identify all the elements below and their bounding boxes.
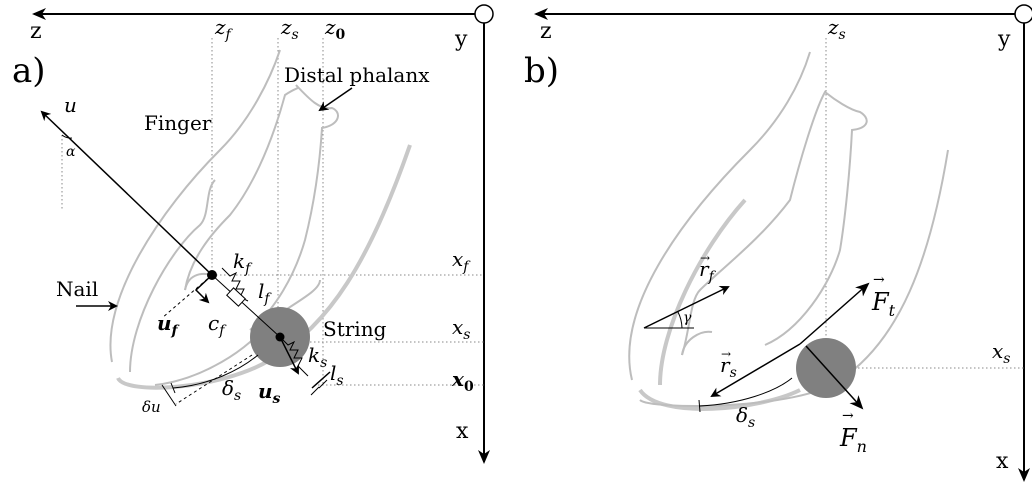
r-s-label: rs bbox=[720, 353, 737, 381]
r-f-label: rf bbox=[699, 257, 717, 285]
ground-line bbox=[311, 371, 331, 389]
F-t-arrow-glyph: → bbox=[873, 272, 885, 288]
k-s-label: ks bbox=[308, 343, 327, 371]
phalanx-tip-outline-b bbox=[681, 330, 713, 356]
nail-outline-b bbox=[638, 388, 801, 411]
delta-u-bracket bbox=[161, 384, 177, 407]
x-axis-label: x bbox=[456, 419, 469, 444]
delta-s-tick bbox=[170, 382, 176, 394]
y-axis-origin bbox=[474, 4, 494, 24]
alpha-label: α bbox=[66, 144, 76, 160]
k-f-spring bbox=[221, 267, 249, 302]
delta-s-label: δs bbox=[222, 376, 241, 404]
l-s-label: ls bbox=[330, 361, 344, 389]
finger-outer-outline bbox=[109, 49, 281, 363]
nail-label: Nail bbox=[56, 277, 98, 301]
r-s-arrow bbox=[710, 343, 801, 398]
y-axis-origin-b bbox=[1014, 4, 1032, 24]
alpha-arc bbox=[61, 134, 73, 139]
u-s-arrow bbox=[279, 336, 299, 375]
x-0-label: x0 bbox=[451, 367, 474, 395]
fingertip-outline-b bbox=[639, 149, 949, 407]
z-f-label: zf bbox=[214, 15, 234, 43]
F-n-arrow-glyph: → bbox=[842, 408, 854, 424]
nail-front-outline-b bbox=[658, 198, 747, 386]
delta-u-label: δu bbox=[142, 398, 161, 416]
panel-b-label: b) bbox=[524, 51, 559, 91]
l-f-label: lf bbox=[258, 279, 272, 307]
x-s-label-b: xs bbox=[992, 339, 1010, 367]
ground-hatch bbox=[310, 379, 328, 396]
delta-s-arc-b bbox=[699, 377, 793, 407]
delta-u-dashed-top bbox=[161, 274, 213, 319]
z-axis-label-b: z bbox=[540, 19, 552, 44]
panel-a: a) z y x zf zs z0 xf xs x0 bbox=[12, 4, 494, 464]
panel-b: b) z y x zs xs γ → rf → Ft → bbox=[524, 4, 1032, 482]
z-s-label-b: zs bbox=[827, 15, 846, 43]
delta-s-arc bbox=[172, 354, 259, 389]
F-n-label: Fn bbox=[839, 424, 867, 456]
finger-outer-outline-b bbox=[628, 51, 811, 381]
u-label: u bbox=[64, 93, 77, 117]
distal-phalanx-pointer bbox=[318, 87, 353, 112]
r-s-arrow-glyph: → bbox=[721, 347, 731, 361]
u-f-label: uf bbox=[157, 311, 181, 339]
x-f-label: xf bbox=[452, 247, 471, 275]
string-label: String bbox=[323, 317, 387, 341]
finger-label: Finger bbox=[144, 111, 212, 135]
u-direction-arrow bbox=[40, 110, 213, 276]
gamma-arc bbox=[677, 311, 683, 329]
F-t-arrow bbox=[799, 282, 870, 345]
F-t-label: Ft bbox=[871, 288, 896, 320]
x-s-label: xs bbox=[452, 315, 470, 343]
u-s-label: us bbox=[258, 379, 281, 407]
x-axis-label-b: x bbox=[996, 449, 1009, 474]
z-s-label: zs bbox=[280, 15, 299, 43]
distal-phalanx-label: Distal phalanx bbox=[284, 63, 430, 87]
y-axis-label: y bbox=[454, 27, 468, 52]
distal-phalanx-outline bbox=[184, 84, 339, 331]
delta-s-tick-b bbox=[698, 399, 701, 413]
F-n-arrow bbox=[805, 345, 864, 410]
finger-inner-outline bbox=[129, 179, 216, 373]
delta-s-label-b: δs bbox=[736, 403, 755, 431]
c-f-label: cf bbox=[208, 311, 227, 339]
y-axis-label-b: y bbox=[997, 27, 1011, 52]
r-f-arrow-glyph: → bbox=[700, 251, 710, 265]
finger-string-link bbox=[211, 274, 281, 338]
distal-phalanx-outline-b bbox=[681, 90, 868, 356]
r-f-arrow bbox=[643, 286, 730, 329]
gamma-label: γ bbox=[683, 310, 692, 326]
panel-a-label: a) bbox=[12, 51, 46, 91]
z-0-label: z0 bbox=[324, 15, 346, 43]
c-f-damper bbox=[226, 287, 246, 307]
z-axis-label: z bbox=[30, 19, 42, 44]
k-f-label: kf bbox=[233, 249, 253, 277]
k-s-spring bbox=[279, 336, 309, 377]
